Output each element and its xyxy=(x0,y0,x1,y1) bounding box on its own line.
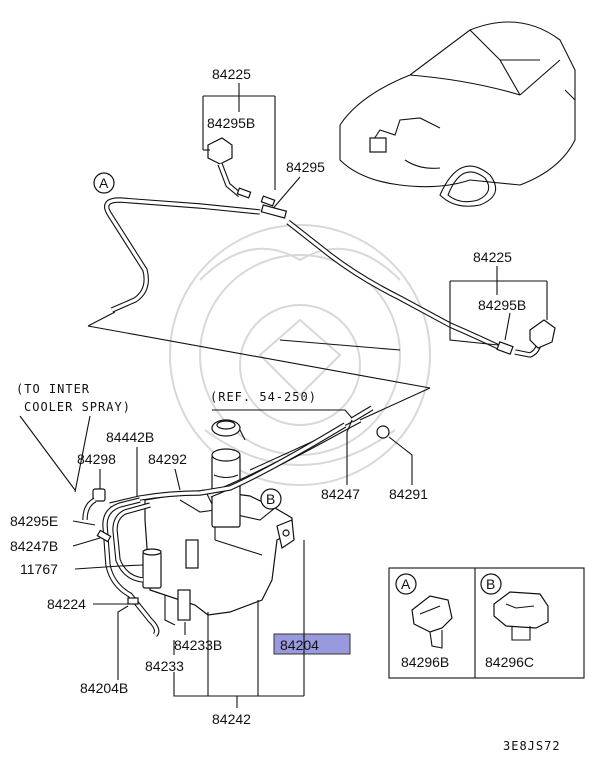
label-84233: 84233 xyxy=(145,658,184,674)
label-84242: 84242 xyxy=(212,711,251,727)
label-84291: 84291 xyxy=(389,486,428,502)
inset-callout-a: A xyxy=(401,576,411,592)
joint-84295 xyxy=(260,204,288,219)
label-84296C: 84296C xyxy=(485,654,534,670)
label-84442B: 84442B xyxy=(106,429,154,445)
washer-hose-lower xyxy=(109,405,374,508)
svg-text:A: A xyxy=(99,175,109,191)
label-84225-right: 84225 xyxy=(473,249,512,265)
watermark-emblem xyxy=(169,224,431,486)
label-84292: 84292 xyxy=(148,451,187,467)
svg-text:B: B xyxy=(266,491,275,507)
label-84296B: 84296B xyxy=(401,654,449,670)
grommet-84291 xyxy=(376,425,390,439)
clip-84296B xyxy=(411,595,453,633)
label-84295E: 84295E xyxy=(10,513,58,529)
label-84295B-top: 84295B xyxy=(207,115,255,131)
label-84204B: 84204B xyxy=(80,680,128,696)
label-84233B: 84233B xyxy=(174,637,222,653)
tank-cap xyxy=(211,419,246,441)
nozzle-top-left xyxy=(207,137,276,207)
label-ref: (REF. 54-250) xyxy=(210,390,317,404)
callout-b-tank: B xyxy=(260,488,282,510)
washer-tank xyxy=(142,448,295,626)
label-cooler-spray: COOLER SPRAY) xyxy=(24,400,131,414)
nozzle-right xyxy=(496,319,556,358)
hose-left-group xyxy=(82,488,160,637)
label-84247B: 84247B xyxy=(10,538,58,554)
label-11767: 11767 xyxy=(20,561,58,577)
washer-hose-top xyxy=(104,197,507,353)
car-outline xyxy=(339,21,576,207)
label-84247: 84247 xyxy=(321,486,360,502)
label-84225-top: 84225 xyxy=(212,66,251,82)
label-to-inter: (TO INTER xyxy=(16,382,90,396)
inset-callout-b: B xyxy=(486,576,495,592)
callout-a-top: A xyxy=(93,172,115,194)
figure-code: 3E8JS72 xyxy=(503,739,561,753)
label-84224: 84224 xyxy=(47,596,86,612)
label-84298: 84298 xyxy=(77,451,116,467)
label-84295B-right: 84295B xyxy=(478,297,526,313)
inset-panel: A B 84296B 84296C xyxy=(388,567,585,679)
label-84295: 84295 xyxy=(286,159,325,175)
label-84204-highlight xyxy=(273,633,351,655)
clip-84296C xyxy=(493,591,549,629)
label-84204: 84204 xyxy=(280,637,319,653)
